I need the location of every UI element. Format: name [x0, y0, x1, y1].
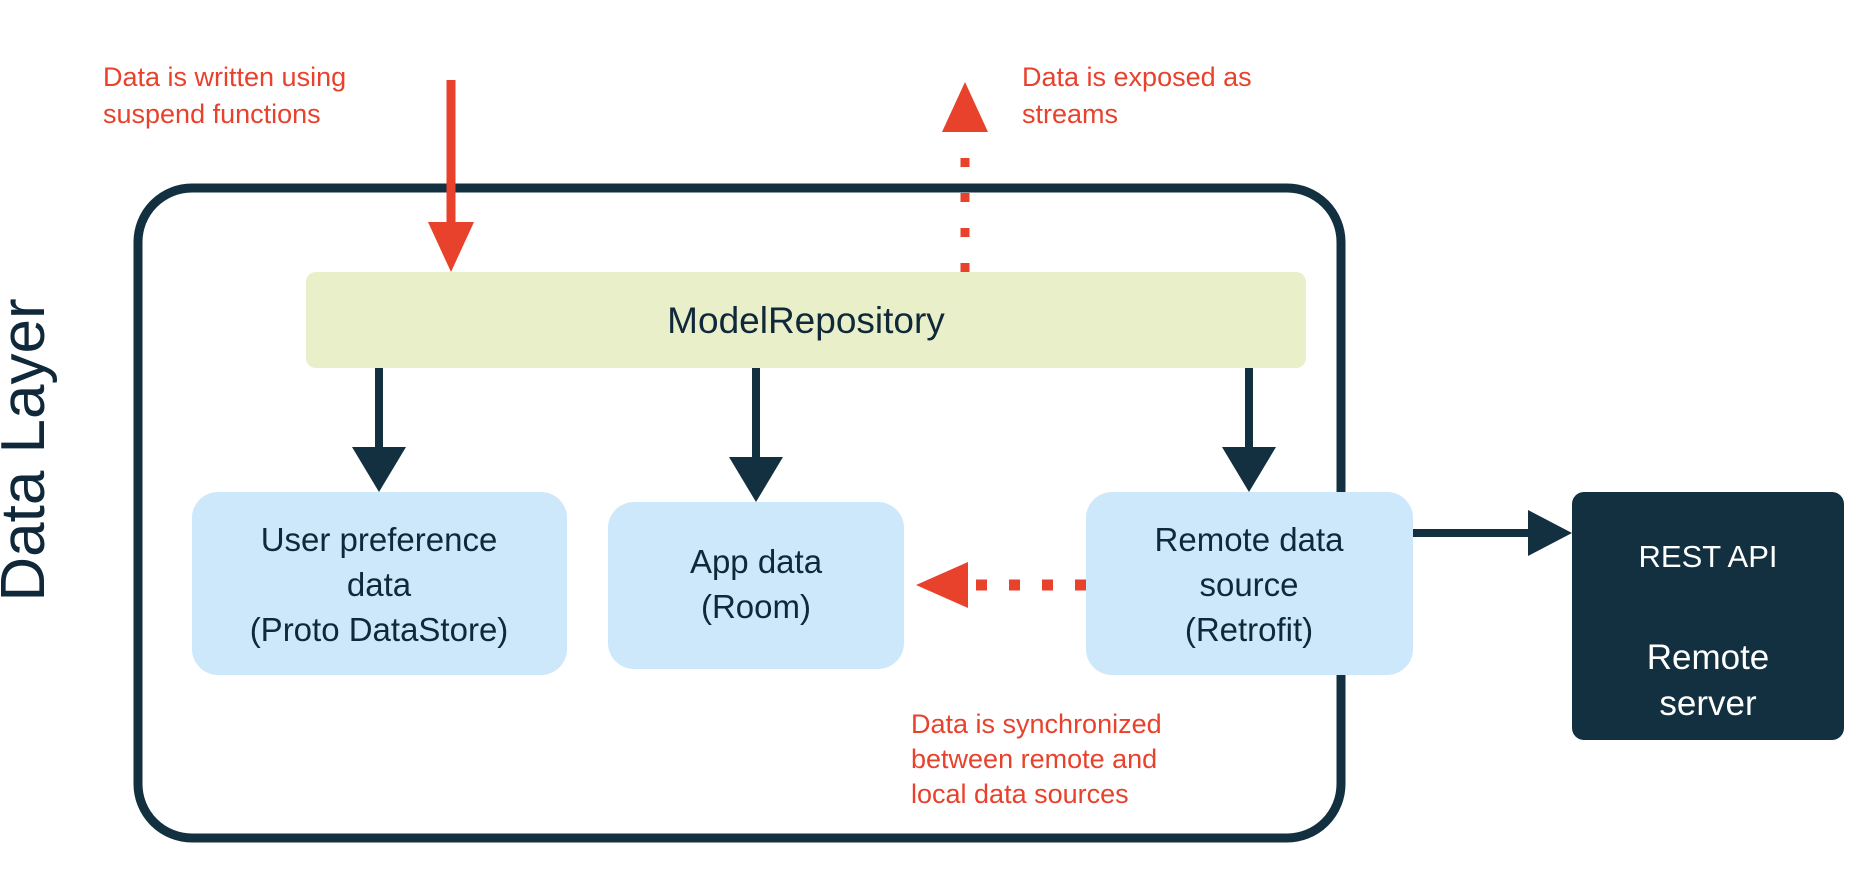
data-layer-label: Data Layer [0, 298, 58, 601]
repo-to-user-preference-arrow [352, 368, 406, 492]
remote-server-label-line-1: Remote [1647, 638, 1770, 677]
stream-annotation: Data is exposed as streams [1022, 62, 1252, 129]
repo-to-app-data-arrow [729, 368, 783, 502]
remote-data-source-box [1086, 492, 1413, 675]
sync-arrow [916, 562, 1086, 608]
stream-arrow [942, 82, 988, 272]
sync-annotation: Data is synchronized between remote and … [911, 709, 1162, 809]
stream-annotation-line-2: streams [1022, 99, 1118, 129]
sync-annotation-line-2: between remote and [911, 744, 1157, 774]
sync-annotation-line-1: Data is synchronized [911, 709, 1162, 739]
model-repository-node[interactable]: ModelRepository [306, 272, 1306, 368]
remote-data-source-node[interactable]: Remote data source (Retrofit) [1086, 492, 1413, 675]
write-annotation-line-1: Data is written using [103, 62, 346, 92]
write-annotation: Data is written using suspend functions [103, 62, 346, 129]
remote-data-source-line-1: Remote data [1155, 521, 1345, 558]
write-arrow [428, 80, 474, 272]
user-preference-data-line-1: User preference [261, 521, 498, 558]
app-data-line-1: App data [690, 543, 823, 580]
user-preference-data-node[interactable]: User preference data (Proto DataStore) [192, 492, 567, 675]
remote-data-source-line-2: source [1199, 566, 1298, 603]
write-annotation-line-2: suspend functions [103, 99, 321, 129]
app-data-node[interactable]: App data (Room) [608, 502, 904, 669]
remote-server-node[interactable]: REST API Remote server [1572, 492, 1844, 740]
remote-data-source-line-3: (Retrofit) [1185, 611, 1313, 648]
user-preference-data-box [192, 492, 567, 675]
repo-to-remote-source-arrow [1222, 368, 1276, 492]
rest-api-label: REST API [1639, 539, 1778, 574]
remote-server-box [1572, 492, 1844, 740]
app-data-line-2: (Room) [701, 588, 811, 625]
stream-annotation-line-1: Data is exposed as [1022, 62, 1252, 92]
remote-source-to-server-arrow [1413, 510, 1572, 556]
data-layer-label-text: Data Layer [0, 298, 58, 601]
user-preference-data-line-2: data [347, 566, 412, 603]
model-repository-label: ModelRepository [667, 300, 945, 341]
user-preference-data-line-3: (Proto DataStore) [250, 611, 509, 648]
model-repository-box [306, 272, 1306, 368]
remote-server-label-line-2: server [1659, 684, 1757, 723]
sync-annotation-line-3: local data sources [911, 779, 1129, 809]
app-data-box [608, 502, 904, 669]
